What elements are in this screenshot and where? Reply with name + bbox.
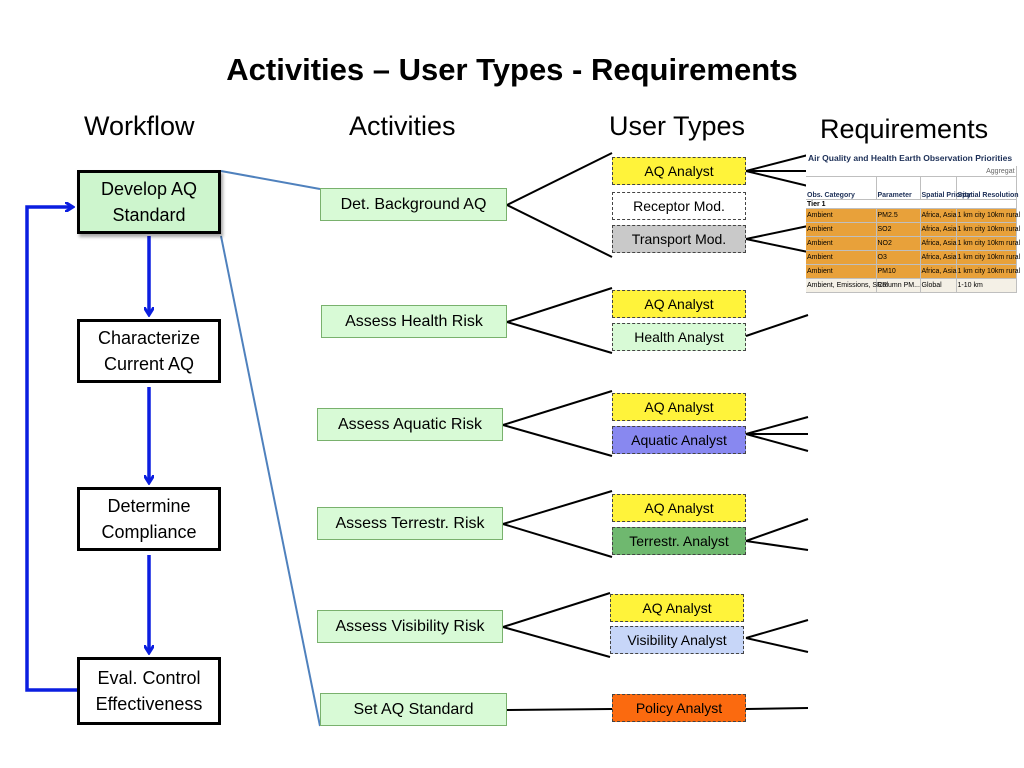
table-header: Spatial Priority bbox=[920, 176, 971, 200]
table-cell: Ambient bbox=[806, 264, 877, 279]
feedback-arrow bbox=[25, 207, 77, 692]
activity-set-aq-standard: Set AQ Standard bbox=[320, 693, 507, 726]
table-cell: Africa, Asia bbox=[920, 208, 957, 223]
table-header: Spatial Resolution bbox=[956, 176, 1019, 200]
table-cell: 1 km city 10km rural bbox=[956, 208, 1020, 223]
user-type-aq-analyst: AQ Analyst bbox=[612, 157, 746, 185]
user-type-health-analyst: Health Analyst bbox=[612, 323, 746, 351]
table-cell: 1 km city 10km rural bbox=[956, 264, 1020, 279]
requirements-table-title: Air Quality and Health Earth Observation… bbox=[808, 153, 1013, 163]
table-cell: Column PM... bbox=[876, 278, 921, 293]
user-requirement-links bbox=[745, 154, 809, 710]
table-cell: Africa, Asia bbox=[920, 250, 957, 265]
activity-det-background-aq: Det. Background AQ bbox=[320, 188, 507, 221]
table-cell: O3 bbox=[876, 250, 921, 265]
table-cell: Ambient bbox=[806, 236, 877, 251]
table-cell: SO2 bbox=[876, 222, 921, 237]
workflow-determine-compliance: Determine Compliance bbox=[77, 487, 221, 551]
table-cell: PM2.5 bbox=[876, 208, 921, 223]
table-cell: NO2 bbox=[876, 236, 921, 251]
table-cell: 1 km city 10km rural bbox=[956, 250, 1020, 265]
table-cell: 1 km city 10km rural bbox=[956, 236, 1020, 251]
table-row: Ambient, Emissions, SRR Column PM... Glo… bbox=[806, 278, 1017, 293]
user-type-policy-analyst: Policy Analyst bbox=[612, 694, 746, 722]
user-type-aq-analyst: AQ Analyst bbox=[610, 594, 744, 622]
table-cell: Africa, Asia bbox=[920, 222, 957, 237]
requirements-table: Air Quality and Health Earth Observation… bbox=[806, 152, 1020, 293]
user-type-terrestr-analyst: Terrestr. Analyst bbox=[612, 527, 746, 555]
heading-user-types: User Types bbox=[609, 111, 746, 141]
table-cell: Global bbox=[920, 278, 957, 293]
user-type-receptor-mod: Receptor Mod. bbox=[612, 192, 746, 220]
user-type-aquatic-analyst: Aquatic Analyst bbox=[612, 426, 746, 454]
user-type-aq-analyst: AQ Analyst bbox=[612, 494, 746, 522]
table-header: Obs. Category bbox=[806, 176, 877, 200]
table-cell: Africa, Asia bbox=[920, 236, 957, 251]
workflow-develop-aq-standard: Develop AQ Standard bbox=[77, 170, 221, 234]
table-cell: 1-10 km bbox=[956, 278, 1017, 293]
table-cell: PM10 bbox=[876, 264, 921, 279]
user-type-transport-mod: Transport Mod. bbox=[612, 225, 746, 253]
table-top-right-label: Aggregat bbox=[806, 166, 1017, 177]
table-cell: Ambient bbox=[806, 208, 877, 223]
table-cell: Ambient bbox=[806, 222, 877, 237]
user-type-aq-analyst: AQ Analyst bbox=[612, 393, 746, 421]
workflow-eval-control-effectiveness: Eval. Control Effectiveness bbox=[77, 657, 221, 725]
activity-assess-terrestr-risk: Assess Terrestr. Risk bbox=[317, 507, 503, 540]
user-type-visibility-analyst: Visibility Analyst bbox=[610, 626, 744, 654]
link-line bbox=[220, 235, 321, 727]
link-line bbox=[220, 170, 321, 190]
table-cell: Africa, Asia bbox=[920, 264, 957, 279]
table-row: Ambient PM10 Africa, Asia 1 km city 10km… bbox=[806, 264, 1020, 279]
activity-user-links bbox=[502, 152, 613, 711]
activity-assess-aquatic-risk: Assess Aquatic Risk bbox=[317, 408, 503, 441]
activity-assess-health-risk: Assess Health Risk bbox=[321, 305, 507, 338]
table-header: Parameter bbox=[876, 176, 921, 200]
table-tier-label: Tier 1 bbox=[806, 199, 1017, 209]
table-row: Ambient NO2 Africa, Asia 1 km city 10km … bbox=[806, 236, 1020, 251]
heading-workflow: Workflow bbox=[84, 111, 195, 141]
table-cell: 1 km city 10km rural bbox=[956, 222, 1020, 237]
table-row: Ambient O3 Africa, Asia 1 km city 10km r… bbox=[806, 250, 1020, 265]
table-row: Ambient SO2 Africa, Asia 1 km city 10km … bbox=[806, 222, 1020, 237]
table-cell: Ambient, Emissions, SRR bbox=[806, 278, 887, 293]
table-cell: Ambient bbox=[806, 250, 877, 265]
heading-requirements: Requirements bbox=[820, 114, 989, 144]
user-type-aq-analyst: AQ Analyst bbox=[612, 290, 746, 318]
table-row: Ambient PM2.5 Africa, Asia 1 km city 10k… bbox=[806, 208, 1020, 223]
activity-assess-visibility-risk: Assess Visibility Risk bbox=[317, 610, 503, 643]
slide-title: Activities – User Types - Requirements bbox=[226, 52, 798, 87]
workflow-characterize-current-aq: Characterize Current AQ bbox=[77, 319, 221, 383]
heading-activities: Activities bbox=[349, 111, 456, 141]
